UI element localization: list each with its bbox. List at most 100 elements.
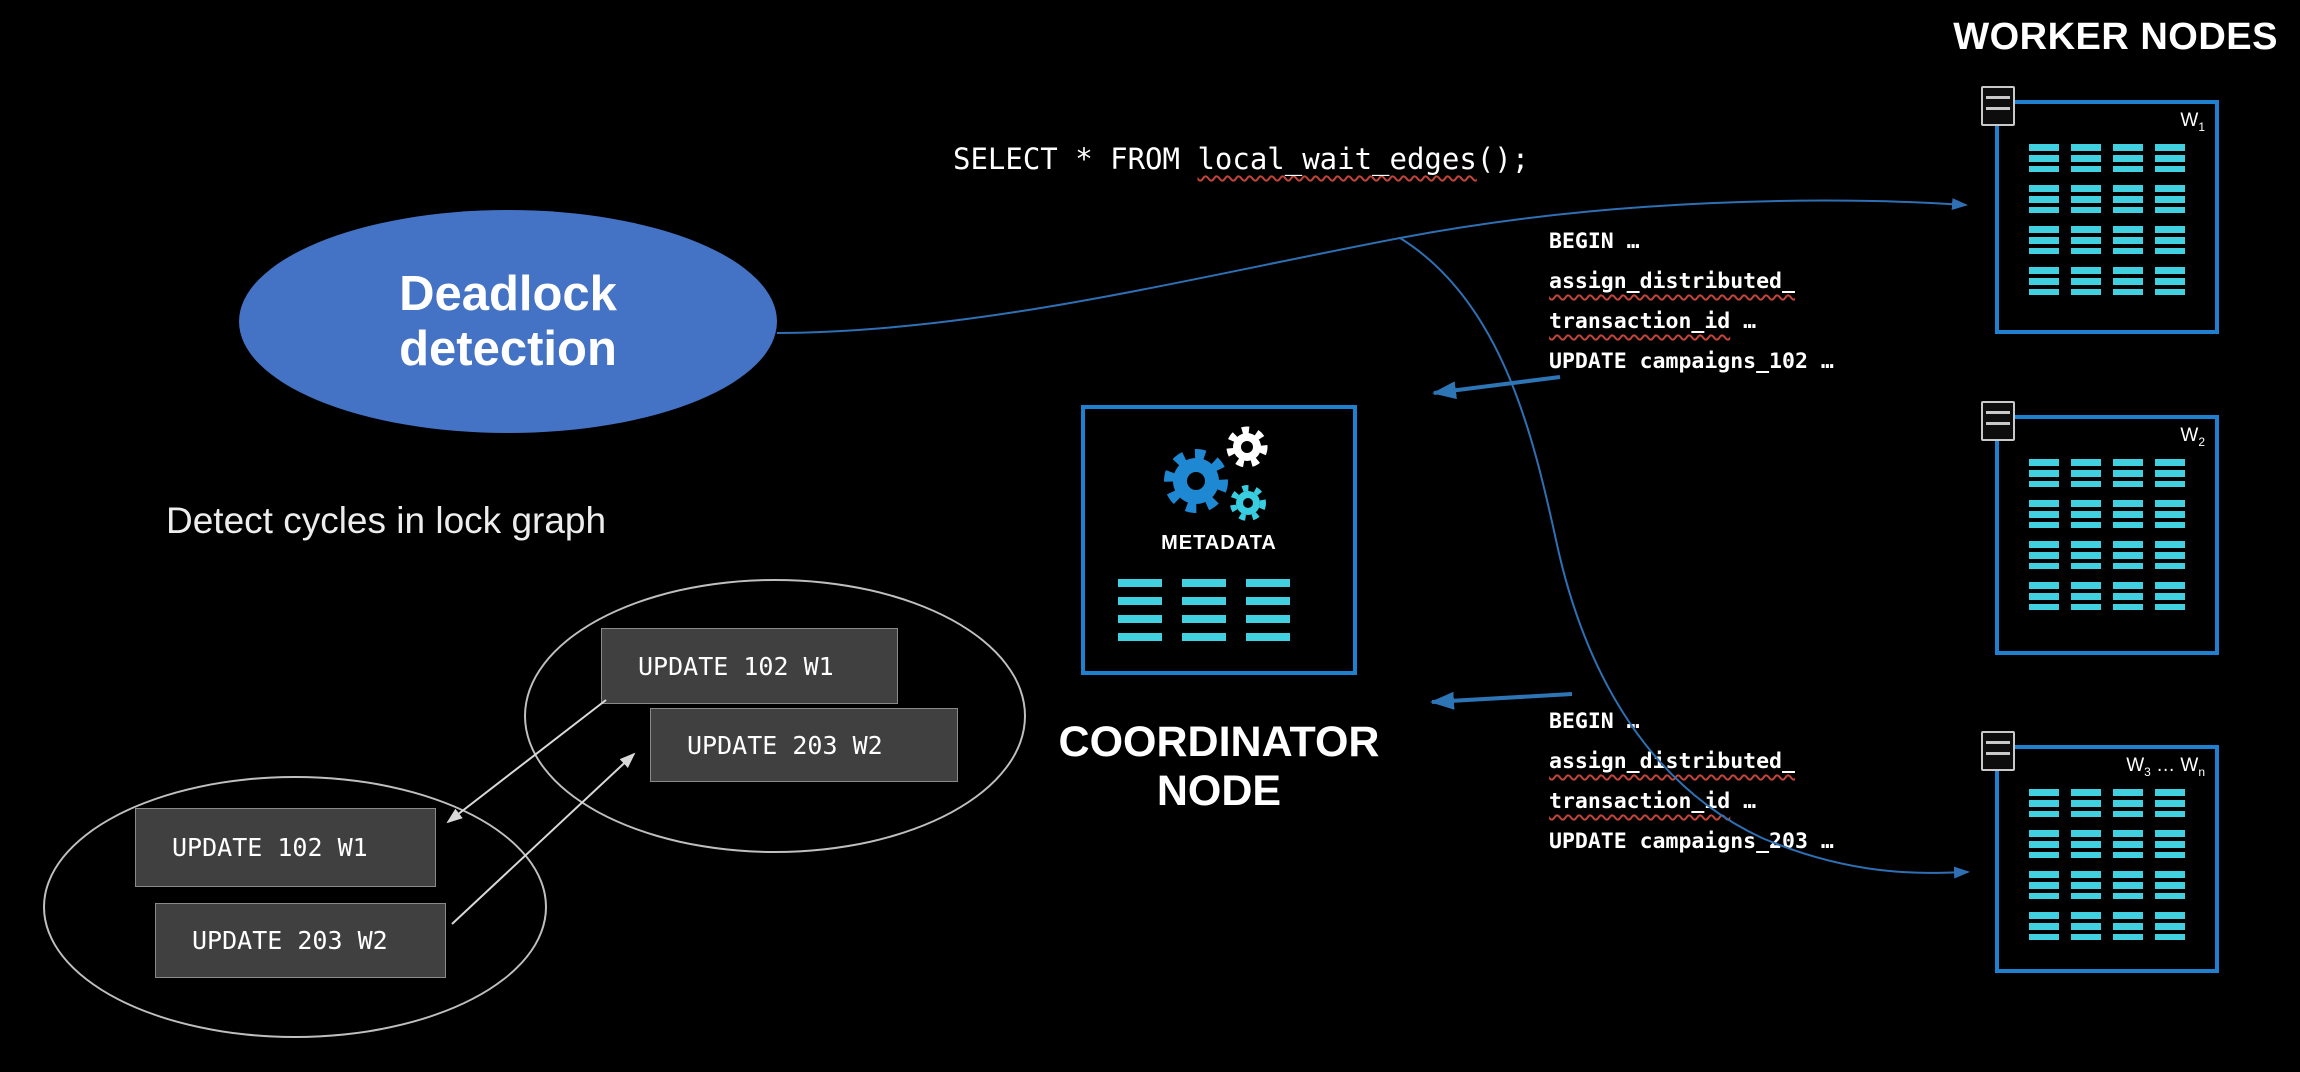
worker-label: W3 … Wn xyxy=(2126,755,2205,779)
table-icon xyxy=(2155,185,2185,213)
worker-table-grid xyxy=(2029,144,2185,295)
table-icon xyxy=(2029,582,2059,610)
table-icon xyxy=(2113,789,2143,817)
table-icon xyxy=(2029,459,2059,487)
code-line: UPDATE campaigns_102 … xyxy=(1549,342,1834,382)
transaction-code-block-1: BEGIN … assign_distributed_ transaction_id… xyxy=(1549,222,1834,382)
coordinator-label-line1: COORDINATOR xyxy=(1058,718,1380,766)
server-icon xyxy=(1981,401,2015,441)
worker-nodes-heading: WORKER NODES xyxy=(1953,16,2278,58)
code-text: BEGIN … xyxy=(1549,229,1640,254)
table-row-icon xyxy=(1182,597,1226,605)
metadata-label: METADATA xyxy=(1161,532,1277,554)
code-identifier-underlined: assign_distributed_ xyxy=(1549,749,1795,774)
table-icon xyxy=(2113,830,2143,858)
table-icon xyxy=(2071,541,2101,569)
table-row-icon xyxy=(1182,633,1226,641)
worker-label-part: 2 xyxy=(2198,434,2205,449)
code-text: … xyxy=(1730,309,1757,334)
lock-box-lower-update-203-w2: UPDATE 203 W2 xyxy=(155,903,446,978)
table-icon xyxy=(2113,226,2143,254)
deadlock-label-line2: detection xyxy=(399,321,617,376)
coordinator-node-label: COORDINATOR NODE xyxy=(1019,718,1419,817)
code-text: UPDATE campaigns_203 … xyxy=(1549,829,1834,854)
code-identifier-underlined: transaction_id xyxy=(1549,789,1731,814)
lock-box-lower-update-102-w1: UPDATE 102 W1 xyxy=(135,808,436,887)
table-icon xyxy=(2029,541,2059,569)
table-icon xyxy=(2155,830,2185,858)
table-icon xyxy=(2071,500,2101,528)
code-line: BEGIN … xyxy=(1549,222,1834,262)
server-icon xyxy=(1981,86,2015,126)
worker-node-box-w3-wn: W3 … Wn xyxy=(1995,745,2219,973)
table-icon xyxy=(2155,267,2185,295)
table-icon xyxy=(2155,459,2185,487)
sql-prefix: SELECT * FROM xyxy=(953,142,1198,176)
table-icon xyxy=(2071,185,2101,213)
worker-table-grid xyxy=(2029,459,2185,610)
code-line: BEGIN … xyxy=(1549,702,1834,742)
table-icon xyxy=(2071,459,2101,487)
deadlock-label-line1: Deadlock xyxy=(399,266,617,321)
table-icon xyxy=(2155,582,2185,610)
lock-box-upper-update-203-w2: UPDATE 203 W2 xyxy=(650,708,958,782)
table-icon xyxy=(2029,267,2059,295)
table-icon xyxy=(2113,267,2143,295)
code-line: UPDATE campaigns_203 … xyxy=(1549,822,1834,862)
worker-label-part: … W xyxy=(2150,755,2199,776)
deadlock-label: Deadlock detection xyxy=(399,267,617,377)
table-icon xyxy=(2155,789,2185,817)
sql-query: SELECT * FROM local_wait_edges(); xyxy=(953,142,1529,176)
table-row-icon xyxy=(1118,615,1162,623)
worker-label-part: W xyxy=(2126,755,2145,776)
table-icon xyxy=(2155,500,2185,528)
code-text: … xyxy=(1730,789,1757,814)
table-icon xyxy=(2029,226,2059,254)
code-line: assign_distributed_ xyxy=(1549,742,1834,782)
table-icon xyxy=(2029,871,2059,899)
code-text: BEGIN … xyxy=(1549,709,1640,734)
worker-label-part: n xyxy=(2198,764,2205,779)
table-icon xyxy=(2113,541,2143,569)
worker-label: W1 xyxy=(2180,110,2205,134)
transaction-code-block-2: BEGIN … assign_distributed_ transaction_id… xyxy=(1549,702,1834,862)
table-icon xyxy=(2155,541,2185,569)
table-row-icon xyxy=(1118,597,1162,605)
deadlock-detection-ellipse: Deadlock detection xyxy=(239,210,777,433)
table-icon xyxy=(2029,500,2059,528)
table-icon xyxy=(2029,912,2059,940)
table-icon xyxy=(2071,226,2101,254)
table-icon xyxy=(2071,144,2101,172)
worker-label-part: W xyxy=(2180,110,2199,131)
table-icon xyxy=(2071,830,2101,858)
table-row-icon xyxy=(1246,633,1290,641)
table-icon xyxy=(2155,871,2185,899)
code-identifier-underlined: transaction_id xyxy=(1549,309,1731,334)
table-icon xyxy=(2029,789,2059,817)
worker-label-part: 1 xyxy=(2198,119,2205,134)
detect-cycles-caption: Detect cycles in lock graph xyxy=(166,500,607,541)
code-identifier-underlined: assign_distributed_ xyxy=(1549,269,1795,294)
code-line: transaction_id … xyxy=(1549,782,1834,822)
table-icon xyxy=(2113,500,2143,528)
table-row-icon xyxy=(1182,615,1226,623)
table-row-icon xyxy=(1246,597,1290,605)
sql-function-name: local_wait_edges xyxy=(1197,142,1477,176)
gears-icon xyxy=(1164,426,1268,521)
table-icon xyxy=(2071,871,2101,899)
table-icon xyxy=(2155,144,2185,172)
table-row-icon xyxy=(1118,633,1162,641)
table-icon xyxy=(2029,144,2059,172)
table-icon xyxy=(2071,267,2101,295)
sql-suffix: (); xyxy=(1476,142,1530,176)
table-row-icon xyxy=(1118,579,1162,587)
coordinator-table-grid xyxy=(1118,579,1290,641)
worker-node-box-w2: W2 xyxy=(1995,415,2219,655)
worker-node-box-w1: W1 xyxy=(1995,100,2219,334)
table-icon xyxy=(2113,871,2143,899)
table-row-icon xyxy=(1182,579,1226,587)
arrow-tx2-to-coordinator xyxy=(1430,691,1573,710)
table-icon xyxy=(2155,912,2185,940)
coordinator-label-line2: NODE xyxy=(1156,767,1282,816)
